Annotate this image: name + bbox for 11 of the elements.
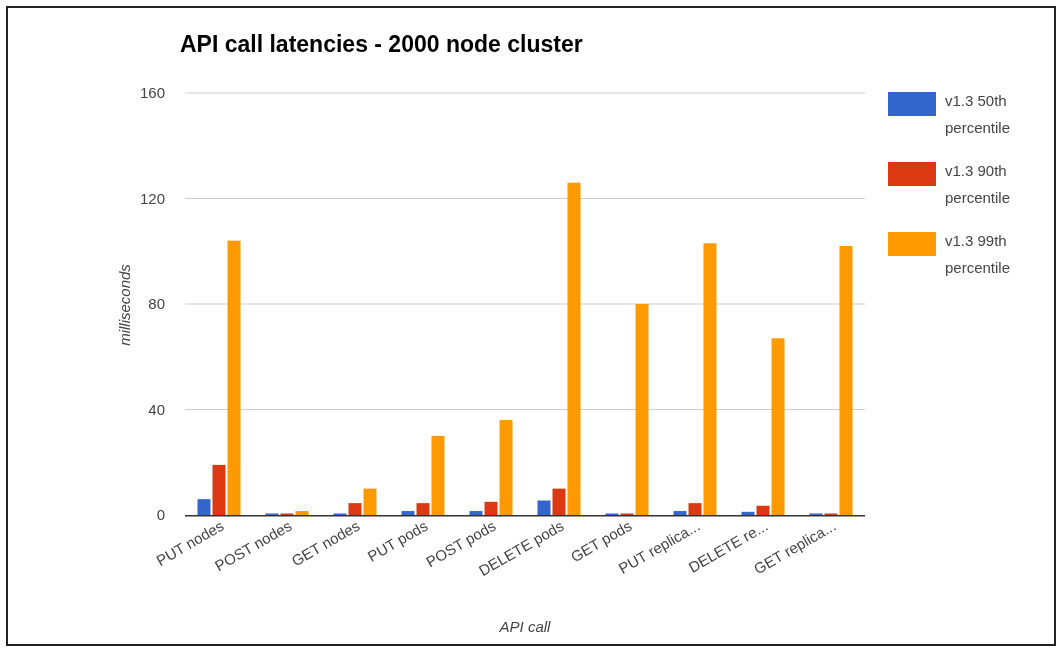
legend-label: v1.3 90th percentile [945, 162, 1011, 206]
chart-title: API call latencies - 2000 node cluster [180, 31, 583, 57]
legend-label: v1.3 50th percentile [945, 92, 1011, 136]
y-tick-label: 40 [148, 400, 165, 418]
y-tick-label: 160 [139, 84, 165, 101]
y-axis-title: milliseconds [116, 264, 133, 346]
y-tick-label: 80 [148, 295, 165, 312]
y-tick-label: 120 [139, 189, 165, 207]
x-axis-title: API call [499, 618, 551, 635]
y-tick-label: 0 [156, 506, 165, 523]
legend-label: v1.3 99th percentile [945, 232, 1011, 276]
